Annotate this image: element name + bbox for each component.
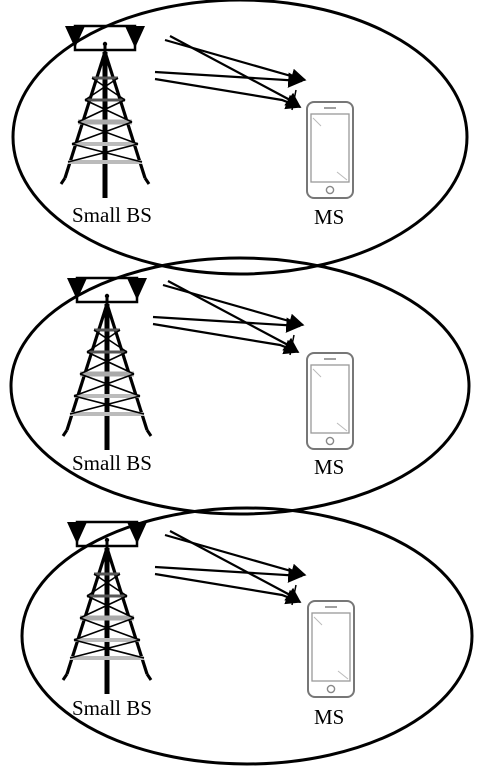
cell-2-ms-label: MS xyxy=(314,455,344,479)
cell-1-phone-icon xyxy=(306,101,354,199)
cell-1-tower-icon xyxy=(61,26,149,198)
cell-1-coverage-ellipse xyxy=(11,0,469,276)
cell-2-multipath-arrows xyxy=(153,281,303,355)
cell-1-bs-label: Small BS xyxy=(72,203,152,227)
cell-2-phone-icon xyxy=(306,352,354,450)
cell-1-multipath-arrows xyxy=(155,36,305,110)
cell-3: Small BS MS xyxy=(20,506,474,766)
cell-3-tower-icon xyxy=(63,522,151,694)
cell-1: Small BS MS xyxy=(11,0,469,276)
cell-2-bs-label: Small BS xyxy=(72,451,152,475)
cell-3-ms-label: MS xyxy=(314,705,344,729)
cell-3-coverage-ellipse xyxy=(20,506,474,766)
cell-1-ms-label: MS xyxy=(314,205,344,229)
cell-2-tower-icon xyxy=(63,278,151,450)
cell-2-coverage-ellipse xyxy=(9,256,471,516)
cell-2: Small BS MS xyxy=(9,256,471,516)
cell-3-bs-label: Small BS xyxy=(72,696,152,720)
cell-3-phone-icon xyxy=(307,600,355,698)
cell-3-multipath-arrows xyxy=(155,531,305,605)
